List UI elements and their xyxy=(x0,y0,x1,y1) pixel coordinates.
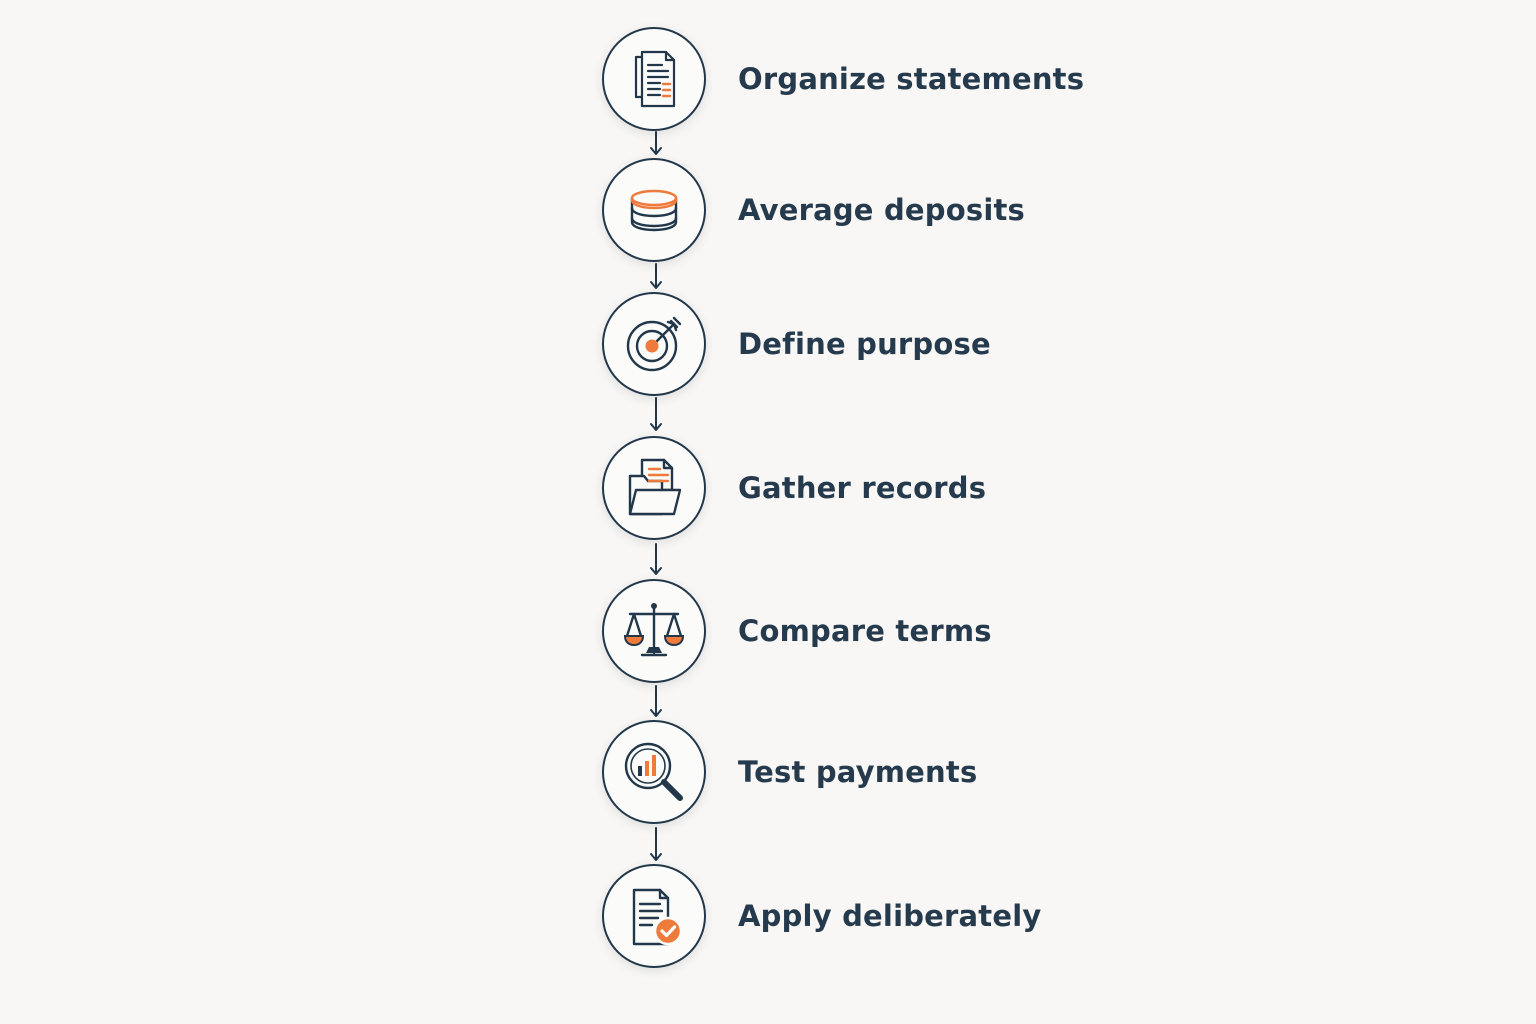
step-label: Define purpose xyxy=(738,327,991,361)
step-node xyxy=(602,292,706,396)
document-check-icon xyxy=(632,888,683,946)
step-label: Average deposits xyxy=(738,193,1026,227)
step-node xyxy=(602,579,706,683)
documents-icon xyxy=(634,50,676,108)
connector-arrow-4 xyxy=(650,543,662,575)
step-test-payments: Test payments xyxy=(602,718,1122,826)
step-node xyxy=(602,158,706,262)
step-define-purpose: Define purpose xyxy=(602,290,1122,398)
connector-arrow-3 xyxy=(650,397,662,431)
step-node xyxy=(602,720,706,824)
scale-icon xyxy=(623,603,685,657)
step-node xyxy=(602,864,706,968)
target-icon xyxy=(626,316,682,372)
step-label: Gather records xyxy=(738,471,987,505)
step-compare-terms: Compare terms xyxy=(602,577,1122,685)
step-organize-statements: Organize statements xyxy=(602,25,1122,133)
connector-arrow-2 xyxy=(650,263,662,289)
step-label: Apply deliberately xyxy=(738,899,1042,933)
connector-arrow-6 xyxy=(650,827,662,861)
step-apply-deliberately: Apply deliberately xyxy=(602,862,1122,970)
step-gather-records: Gather records xyxy=(602,434,1122,542)
connector-arrow-5 xyxy=(650,685,662,717)
magnifier-chart-icon xyxy=(624,742,683,801)
connector-arrow-1 xyxy=(650,131,662,155)
step-label: Test payments xyxy=(738,755,978,789)
step-label: Compare terms xyxy=(738,614,992,648)
step-label: Organize statements xyxy=(738,62,1085,96)
folder-icon xyxy=(628,458,682,516)
coin-stack-icon xyxy=(630,189,678,232)
step-node xyxy=(602,27,706,131)
step-node xyxy=(602,436,706,540)
step-average-deposits: Average deposits xyxy=(602,156,1122,264)
